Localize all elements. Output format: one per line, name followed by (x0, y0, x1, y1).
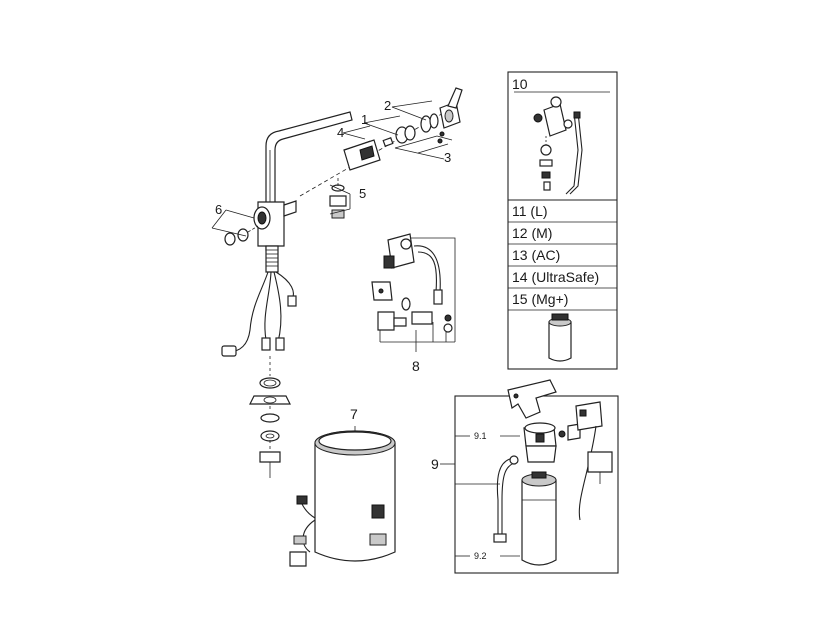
parts-table-row: 15 (Mg+) (512, 291, 568, 307)
filter-cartridge-drawing (548, 313, 572, 362)
o-rings-6 (224, 225, 259, 246)
label-part-4: 4 (337, 125, 344, 140)
faucet-assembly (221, 111, 353, 478)
filter-set (440, 379, 619, 574)
aerator-parts (329, 178, 347, 219)
parts-table-row: 12 (M) (512, 225, 552, 241)
label-part-5: 5 (359, 186, 366, 201)
label-part-9-1: 9.1 (474, 431, 487, 441)
parts-table-text: 10 11 (L) 12 (M) 13 (AC) 14 (UltraSafe) … (512, 76, 599, 307)
label-part-9-2: 9.2 (474, 551, 487, 561)
label-part-2: 2 (384, 98, 391, 113)
parts-table-header: 10 (512, 76, 528, 92)
label-part-7: 7 (350, 406, 358, 422)
label-part-6: 6 (215, 202, 222, 217)
parts-table-row: 13 (AC) (512, 247, 560, 263)
cartridge-explosion (299, 87, 463, 197)
label-part-8: 8 (412, 358, 420, 374)
label-part-1: 1 (361, 112, 368, 127)
boiler-tank (289, 426, 396, 567)
parts-table (507, 71, 618, 370)
label-part-3: 3 (444, 150, 451, 165)
part-number-labels: 1 2 3 4 5 6 7 8 9 9.1 9.2 (215, 98, 487, 561)
connection-set (371, 233, 456, 352)
parts-table-row: 11 (L) (512, 203, 548, 219)
label-part-9: 9 (431, 456, 439, 472)
faucet-leader-lines (211, 100, 453, 237)
diverter-valve-drawing (533, 96, 583, 195)
parts-table-row: 14 (UltraSafe) (512, 269, 599, 285)
